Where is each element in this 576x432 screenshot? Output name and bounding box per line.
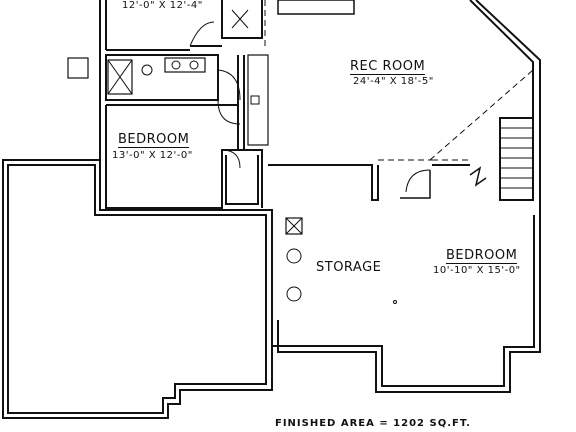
rec-door-leaf — [400, 170, 431, 199]
exterior-marker — [67, 57, 89, 79]
rec-room-dims: 24'-4" X 18'-5" — [353, 76, 434, 87]
bedroom-west-walls — [105, 104, 263, 209]
exterior-wall-east-inner — [272, 215, 535, 387]
hall-cabinet — [247, 54, 269, 146]
stair-treads — [500, 127, 533, 189]
top-room-closet-door — [231, 9, 249, 29]
bath-walls — [105, 54, 219, 101]
bath-door-arc — [217, 69, 241, 101]
bath-sink-2 — [189, 60, 199, 70]
bath-vanity — [164, 57, 206, 73]
rec-door-arc — [405, 169, 431, 193]
bath-toilet — [141, 64, 153, 76]
bedroom-east-name: BEDROOM — [446, 248, 518, 264]
garage-inner-outline — [7, 164, 267, 414]
rec-room-name: REC ROOM — [350, 59, 426, 75]
storage-drain — [393, 300, 397, 304]
rec-dashed-angle — [429, 69, 534, 161]
storage-name: STORAGE — [316, 260, 382, 275]
rec-south-wall — [268, 164, 379, 201]
top-room-closet — [221, 0, 263, 39]
bath-tub-cross — [107, 59, 133, 95]
bedroom-west-closet-door — [221, 149, 241, 169]
exterior-wall-angled — [475, 0, 541, 215]
top-room-door-arc — [189, 21, 215, 47]
garage-outline — [2, 159, 273, 419]
hall-mech — [250, 95, 260, 105]
exterior-wall-east — [277, 215, 541, 393]
storage-furnace — [285, 217, 303, 235]
storage-furnace-cross — [285, 217, 303, 235]
bath-tub — [107, 59, 133, 95]
bedroom-west-dims: 13'-0" X 12'-0" — [112, 150, 193, 161]
top-room-dims: 12'-0" X 12'-4" — [122, 0, 203, 11]
stair-break-line — [469, 166, 487, 187]
bedroom-west-closet — [225, 155, 259, 205]
hall-wall-west — [237, 55, 245, 150]
stair-outline — [499, 117, 534, 201]
fireplace — [277, 0, 355, 15]
bedroom-east-dims: 10'-10" X 15'-0" — [433, 265, 521, 276]
bath-sink-1 — [171, 60, 181, 70]
storage-water-heater — [286, 248, 302, 264]
hall-door-arc — [217, 99, 241, 125]
storage-tank — [286, 286, 302, 302]
bedroom-west-name: BEDROOM — [118, 132, 190, 148]
finished-area-note: FINISHED AREA = 1202 SQ.FT. — [275, 418, 471, 429]
